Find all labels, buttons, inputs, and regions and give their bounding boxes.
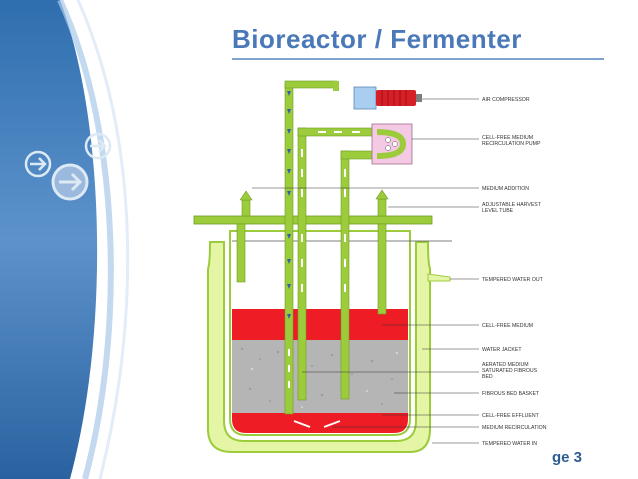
downflow-arrows [287, 91, 291, 319]
bioreactor-diagram: AIR COMPRESSOR CELL-FREE MEDIUM RECIRCUL… [182, 69, 562, 479]
title-underline [232, 58, 604, 60]
label-air-compressor: AIR COMPRESSOR [482, 97, 530, 103]
leader-lines [252, 98, 479, 444]
medium-addition-port [236, 190, 253, 283]
label-pump-line1: CELL-FREE MEDIUM [482, 135, 533, 141]
arrow-circle-large-icon [51, 163, 89, 201]
label-water-in: TEMPERED WATER IN [482, 441, 537, 447]
recirculation-pipe [297, 127, 378, 401]
water-out-spout [427, 273, 451, 282]
recirculation-pump [371, 123, 413, 165]
page-number: ge 3 [552, 449, 583, 466]
label-cell-free-medium: CELL-FREE MEDIUM [482, 323, 533, 329]
side-band-curve-light [76, 0, 130, 479]
label-harvest-line1: ADJUSTABLE HARVEST [482, 202, 542, 208]
label-harvest-line2: LEVEL TUBE [482, 208, 514, 214]
recirculation-outlet-arrows [293, 420, 341, 428]
label-fibrous-bed-basket: FIBROUS BED BASKET [482, 391, 540, 397]
label-medium-recirculation: MEDIUM RECIRCULATION [482, 425, 547, 431]
label-water-jacket: WATER JACKET [482, 347, 522, 353]
label-medium-addition: MEDIUM ADDITION [482, 186, 529, 192]
label-aerated-line1: AERATED MEDIUM [482, 362, 529, 368]
harvest-level-tube [375, 189, 389, 315]
slide-title: Bioreactor / Fermenter [232, 24, 522, 54]
label-cell-free-effluent: CELL-FREE EFFLUENT [482, 413, 540, 419]
recirculation-arrows [301, 131, 360, 292]
label-aerated-line2: SATURATED FIBROUS [482, 368, 538, 374]
fibrous-bed-basket [232, 340, 408, 413]
medium-recirculation-zone [232, 413, 408, 433]
air-compressor-motor [376, 90, 422, 106]
label-aerated-line3: BED [482, 374, 493, 380]
air-compressor-box [353, 86, 377, 110]
side-band-shape [0, 0, 98, 479]
label-water-out: TEMPERED WATER OUT [482, 277, 544, 283]
downflow-arrows-white [288, 349, 290, 388]
arrow-circle-icon [84, 132, 112, 160]
arrow-circle-icon [24, 150, 52, 178]
water-jacket-vessel [207, 241, 431, 453]
side-decoration [0, 0, 130, 479]
label-pump-line2: RECIRCULATION PUMP [482, 141, 541, 147]
vessel-headplate [193, 215, 433, 225]
medium-addition-pipe [284, 80, 339, 415]
fibrous-bed-texture [240, 347, 393, 405]
side-band-curve [57, 0, 114, 479]
